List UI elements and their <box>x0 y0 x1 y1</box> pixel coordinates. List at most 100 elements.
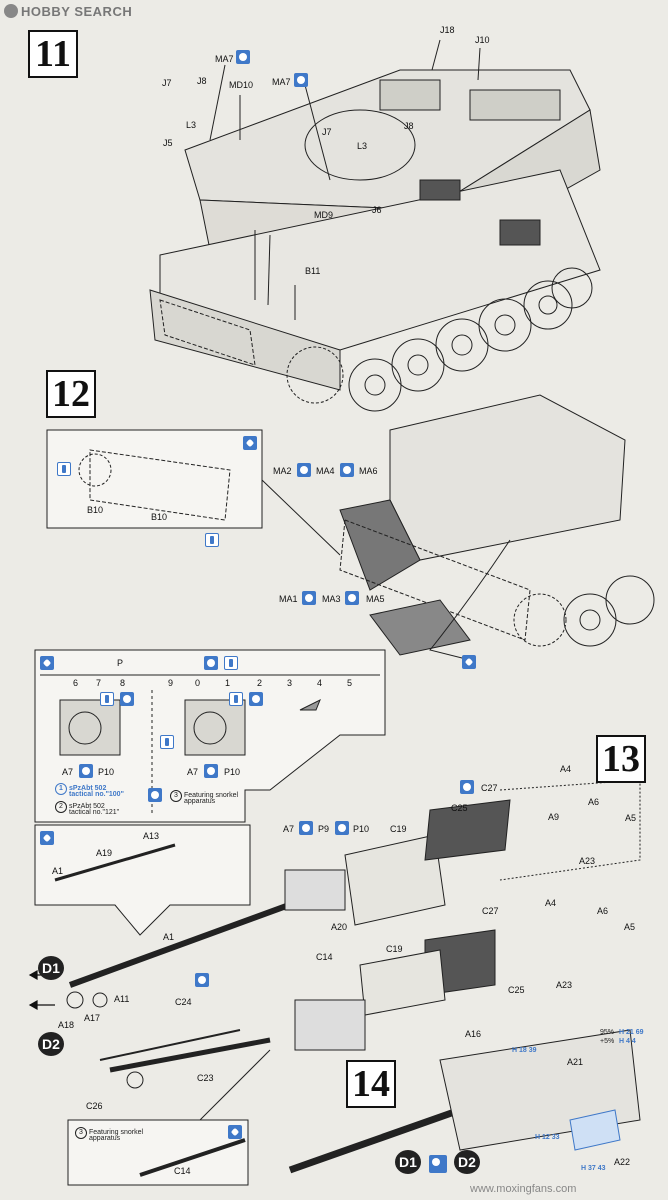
logo-text: HOBBY SEARCH <box>21 4 133 19</box>
part-label: MA2 <box>273 466 292 476</box>
part-label: C26 <box>86 1101 103 1111</box>
part-label: A11 <box>114 994 130 1004</box>
scale-number: 3 <box>287 678 293 688</box>
step-12-number: 12 <box>46 370 96 418</box>
glue-icon <box>228 1125 242 1139</box>
option-number: 1 <box>55 783 67 795</box>
part-label: MD10 <box>229 80 254 90</box>
watermark: www.moxingfans.com <box>470 1183 577 1195</box>
scale-label-p: P <box>117 658 124 668</box>
part-label: A17 <box>84 1013 101 1023</box>
part-label: MA7 <box>215 54 234 64</box>
part-label: J8 <box>404 121 414 131</box>
part-label: B10 <box>87 505 104 515</box>
paint-code-4: H 12 33 <box>535 1134 560 1141</box>
badge-d1: D1 <box>395 1150 421 1174</box>
option-icon <box>160 735 174 749</box>
step-14-number: 14 <box>346 1060 396 1108</box>
attach-icon <box>148 788 162 802</box>
part-label: A21 <box>567 1057 584 1067</box>
attach-icon <box>345 591 359 605</box>
attach-icon <box>79 764 93 778</box>
part-label: C14 <box>316 952 333 962</box>
badge-d2: D2 <box>454 1150 480 1174</box>
part-label: C14 <box>174 1166 191 1176</box>
attach-icon <box>297 463 311 477</box>
attach-icon <box>120 692 134 706</box>
attach-icon <box>249 692 263 706</box>
snorkel-note-line-2: apparatus <box>89 1135 121 1142</box>
scale-number: 0 <box>195 678 201 688</box>
option-number: 3 <box>170 790 182 802</box>
part-label: A7 <box>187 767 199 777</box>
scale-number: 2 <box>257 678 263 688</box>
part-label: A4 <box>560 764 572 774</box>
part-label: A7 <box>283 824 295 834</box>
part-label: A7 <box>62 767 74 777</box>
option-3-line-1: Featuring snorkel <box>184 792 239 799</box>
part-label: A18 <box>58 1020 75 1030</box>
attach-icon <box>335 821 349 835</box>
part-label: A16 <box>465 1029 482 1039</box>
part-label: J18 <box>440 25 455 35</box>
attach-icon <box>204 656 218 670</box>
snorkel-line-1: Featuring snorkel <box>89 1129 144 1136</box>
paint-code-1: H 21 69 <box>619 1029 644 1036</box>
part-label: J10 <box>475 35 490 45</box>
scale-number: 1 <box>225 678 231 688</box>
option-2-note-line-2: tactical no."121" <box>69 809 120 816</box>
part-label: J5 <box>163 138 173 148</box>
option-3-note-line-2: apparatus <box>184 798 216 805</box>
scale-number: 4 <box>317 678 323 688</box>
part-label: J7 <box>322 127 332 137</box>
step-13-number: 13 <box>596 735 646 783</box>
attach-icon <box>299 821 313 835</box>
attach-icon <box>204 764 218 778</box>
attach-icon <box>195 973 209 987</box>
part-label: MA7 <box>272 77 291 87</box>
scale-number: 9 <box>168 678 174 688</box>
scale-number: 5 <box>347 678 353 688</box>
part-label: MA1 <box>279 594 298 604</box>
badge-d2: D2 <box>38 1032 64 1056</box>
paint-code-3: H 18 39 <box>512 1047 537 1054</box>
part-label: A9 <box>548 812 560 822</box>
attach-icon <box>429 1155 447 1173</box>
part-label: P10 <box>98 767 115 777</box>
part-label: A23 <box>579 856 596 866</box>
scale-number: 6 <box>73 678 79 688</box>
cement-icon <box>205 533 219 547</box>
part-label: A22 <box>614 1157 631 1167</box>
part-label: B11 <box>305 266 321 276</box>
part-label: C19 <box>390 824 407 834</box>
part-label: A4 <box>545 898 557 908</box>
badge-d1: D1 <box>38 956 64 980</box>
option-1-line-1: sPzAbt 502 <box>69 785 107 792</box>
glue-icon <box>462 655 476 669</box>
part-label: J7 <box>162 78 172 88</box>
part-label: A20 <box>331 922 348 932</box>
step-11-number: 11 <box>28 30 78 78</box>
part-label: MA3 <box>322 594 341 604</box>
part-label: P10 <box>353 824 370 834</box>
part-label: MA6 <box>359 466 378 476</box>
paint-pct-1: 95% <box>600 1029 615 1036</box>
part-label: A23 <box>556 980 573 990</box>
part-label: A1 <box>163 932 175 942</box>
paint-code-2: H 4 4 <box>619 1038 636 1045</box>
part-label: MA4 <box>316 466 335 476</box>
part-label: C19 <box>386 944 403 954</box>
option-number: 3 <box>75 1127 87 1139</box>
option-1-note-line-2: tactical no."100" <box>69 791 124 798</box>
attach-icon <box>340 463 354 477</box>
hobby-search-logo: HOBBY SEARCH <box>4 4 132 20</box>
part-label: L3 <box>357 141 368 151</box>
part-label: MA5 <box>366 594 385 604</box>
part-label: L3 <box>186 120 197 130</box>
attach-icon <box>302 591 316 605</box>
